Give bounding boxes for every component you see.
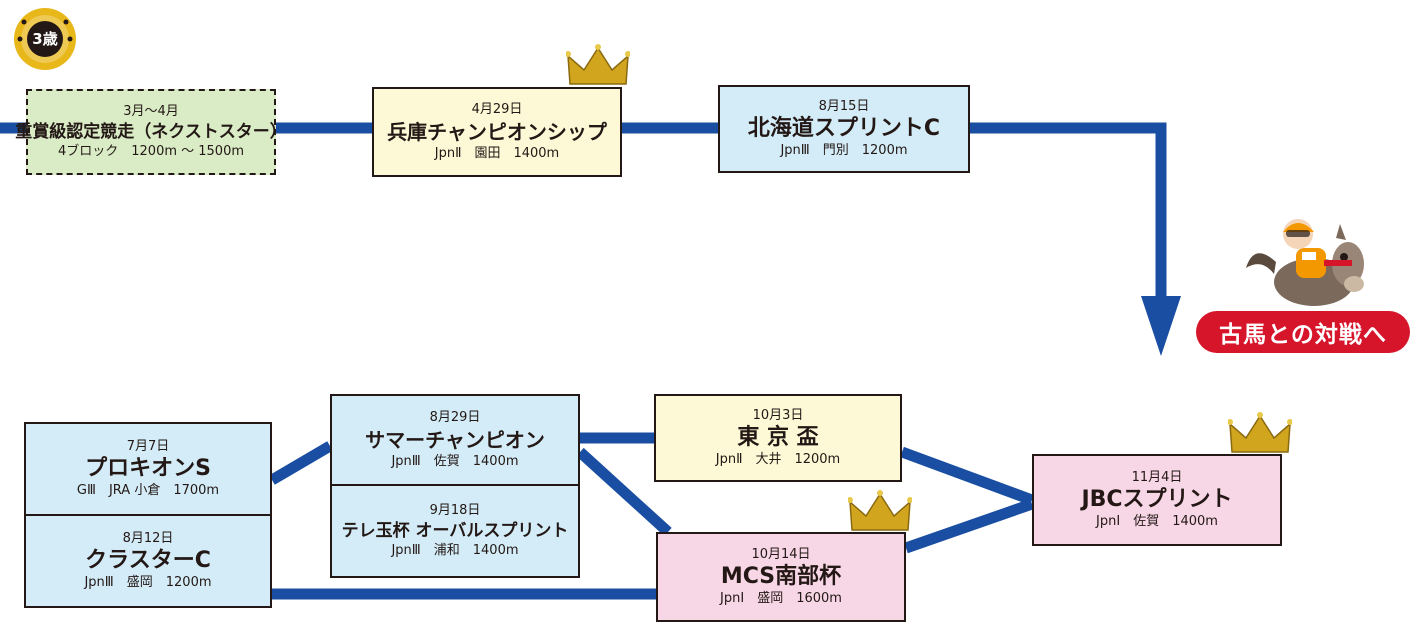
race-hyogo-championship: 4月29日 兵庫チャンピオンシップ JpnⅡ 園田 1400m [372,87,622,177]
race-name: JBCスプリント [1081,487,1233,512]
race-mcs-nanbuhai: 10月14日 MCS南部杯 JpnⅠ 盛岡 1600m [656,532,906,622]
race-name: MCS南部杯 [720,564,842,589]
race-name: 東 京 盃 [737,425,819,450]
race-detail: 4ブロック 1200m ～ 1500m [57,144,245,159]
crown-icon [1228,412,1292,453]
race-date: 11月4日 [1131,470,1183,485]
race-detail: JpnⅠ 盛岡 1600m [720,591,842,606]
race-date: 3月～4月 [123,104,179,119]
jockey-horse-icon [1246,219,1364,306]
race-cluster: 8月12日 クラスターC JpnⅢ 盛岡 1200m [26,516,270,606]
race-name: 重賞級認定競走（ネクストスター） [15,122,287,142]
race-hokkaido-sprint: 8月15日 北海道スプリントC JpnⅢ 門別 1200m [718,85,970,173]
age-badge-label: 3歳 [32,30,58,48]
race-date: 8月29日 [429,410,481,425]
race-date: 8月15日 [818,99,870,114]
race-date: 7月7日 [126,439,170,454]
race-detail: JpnⅡ 園田 1400m [434,146,560,161]
race-jbc-sprint: 11月4日 JBCスプリント JpnⅠ 佐賀 1400m [1032,454,1282,546]
race-name: テレ玉杯 オーバルスプリント [341,521,569,541]
line-tokyo-jbc [900,446,1034,506]
race-detail: JpnⅢ 盛岡 1200m [84,575,212,590]
race-name: プロキオンS [85,456,211,481]
race-nextstar: 3月～4月 重賞級認定競走（ネクストスター） 4ブロック 1200m ～ 150… [15,89,287,175]
race-oval-sprint: 9月18日 テレ玉杯 オーバルスプリント JpnⅢ 浦和 1400m [332,486,578,576]
crown-icon [566,44,630,85]
race-detail: JpnⅡ 大井 1200m [715,452,841,467]
race-detail: JpnⅠ 佐賀 1400m [1096,514,1218,529]
line-hokkaido-down [970,122,1167,300]
race-detail: JpnⅢ 浦和 1400m [391,543,519,558]
race-procyon: 7月7日 プロキオンS GⅢ JRA 小倉 1700m [26,424,270,516]
race-detail: JpnⅢ 佐賀 1400m [391,454,519,469]
race-name: クラスターC [85,548,211,573]
race-name: 北海道スプリントC [747,116,941,141]
race-summer-champion: 8月29日 サマーチャンピオン JpnⅢ 佐賀 1400m [332,396,578,486]
vs-older-horses-button[interactable]: 古馬との対戦へ [1196,311,1410,353]
crown-icon [848,490,912,531]
race-group-summer-oval: 8月29日 サマーチャンピオン JpnⅢ 佐賀 1400m 9月18日 テレ玉杯… [330,394,580,578]
race-detail: JpnⅢ 門別 1200m [780,143,908,158]
race-date: 9月18日 [429,503,481,518]
line-mcs-jbc [904,498,1034,554]
horseshoe-badge-icon [14,8,76,70]
race-name: 兵庫チャンピオンシップ [387,120,607,144]
line-summer-mcs [576,447,672,537]
line-procyon-summer [269,441,333,485]
race-detail: GⅢ JRA 小倉 1700m [76,483,220,498]
race-date: 10月3日 [752,408,804,423]
race-date: 8月12日 [122,531,174,546]
race-name: サマーチャンピオン [365,428,545,452]
race-date: 10月14日 [751,547,811,562]
race-date: 4月29日 [471,102,523,117]
race-tokyo-hai: 10月3日 東 京 盃 JpnⅡ 大井 1200m [654,394,902,482]
arrow-down-icon [1141,296,1181,356]
race-group-procyon-cluster: 7月7日 プロキオンS GⅢ JRA 小倉 1700m 8月12日 クラスターC… [24,422,272,608]
